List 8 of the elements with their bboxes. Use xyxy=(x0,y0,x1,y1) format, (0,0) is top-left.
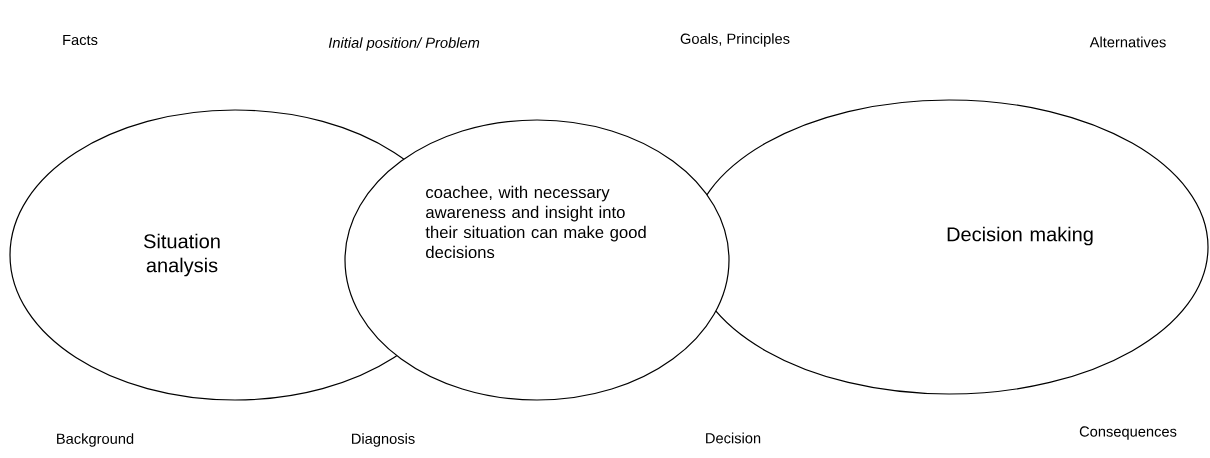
label: Facts xyxy=(63,34,98,46)
label: Decision xyxy=(706,432,761,444)
label: Alternatives xyxy=(1089,36,1166,48)
label: Initial position/ Problem xyxy=(328,37,480,51)
label: Goals, Principles xyxy=(680,33,790,47)
label: Consequences xyxy=(1079,426,1177,440)
label: Diagnosis xyxy=(352,433,415,447)
label: Background xyxy=(57,433,134,447)
